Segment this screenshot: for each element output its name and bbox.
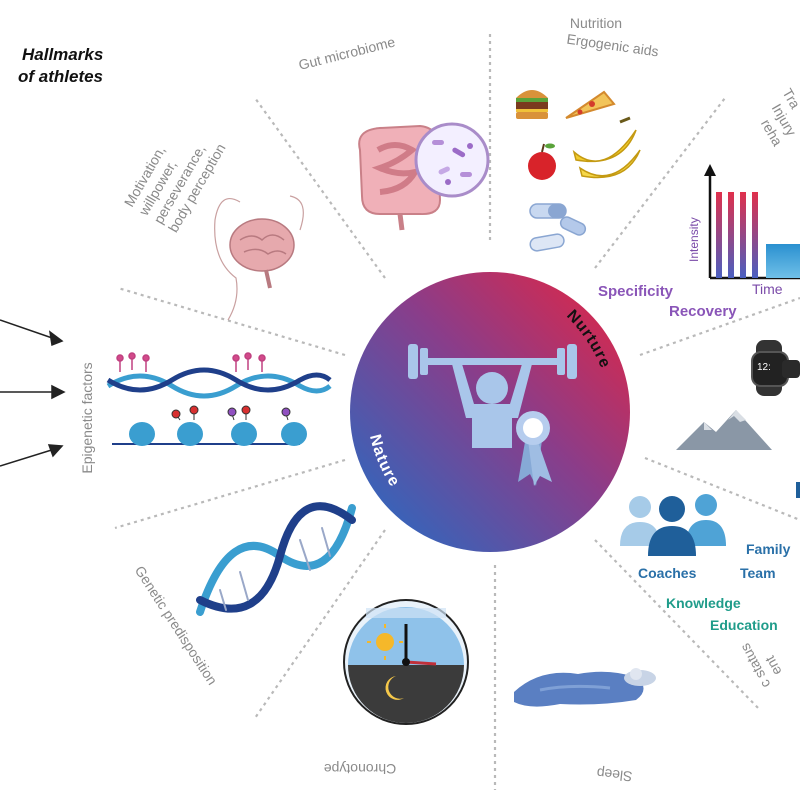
title-line-2: of athletes — [18, 67, 103, 86]
label-sleep: Sleep — [596, 765, 633, 785]
family-label: Family — [746, 541, 791, 557]
divider-social-status — [594, 539, 761, 711]
label-genetic-predisposition: Genetic predisposition — [132, 563, 221, 688]
people-icon — [620, 494, 726, 556]
watch-time: 12: — [757, 362, 771, 373]
label-status: ent c status — [737, 641, 785, 691]
center-circle: Nurture Nature — [350, 272, 630, 552]
chronotype-clock-icon — [343, 599, 469, 725]
title-line-1: Hallmarks — [22, 45, 103, 64]
pills-icon — [529, 203, 587, 252]
label-ergogenic-aids: Ergogenic aids — [566, 31, 660, 60]
label-chronotype: Chronotype — [324, 761, 397, 777]
cropped-mark — [796, 482, 800, 498]
recovery-label: Recovery — [669, 303, 737, 320]
training-graph: Intensity Time — [687, 164, 800, 297]
divider-genetic-epigenetic — [114, 458, 346, 530]
specificity-label: Specificity — [598, 283, 674, 300]
label-gut-microbiome: Gut microbiome — [297, 33, 397, 72]
input-arrows — [0, 319, 66, 467]
medal-icon — [516, 411, 552, 486]
label-training: Tra Injury reha — [758, 86, 800, 149]
smartwatch-icon: 12: — [751, 340, 800, 396]
graph-ylabel: Intensity — [687, 217, 701, 262]
weightlifter-icon — [408, 344, 577, 448]
burger-icon — [516, 90, 548, 119]
divider-chronotype-genetic — [254, 529, 386, 719]
graph-xlabel: Time — [752, 281, 783, 297]
epigenetic-dna-icon — [106, 352, 332, 399]
label-motivation: Motivation, willpower, perseverance, bod… — [121, 141, 229, 235]
dna-helix-icon — [196, 502, 356, 616]
sleeping-person-icon — [514, 668, 656, 707]
divider-nutrition-training — [594, 97, 726, 269]
mountain-icon — [676, 410, 772, 450]
coaches-label: Coaches — [638, 565, 697, 581]
team-label: Team — [740, 565, 776, 581]
divider-training-env — [639, 296, 800, 357]
divider-epigenetic-motivation — [117, 286, 346, 357]
divider-motivation-gut — [254, 97, 386, 279]
apple-icon — [528, 143, 556, 180]
brain-icon — [214, 195, 304, 321]
banana-icon — [572, 116, 641, 179]
microbe-magnifier-icon — [414, 122, 490, 198]
knowledge-label: Knowledge — [666, 595, 741, 611]
pizza-icon — [565, 90, 616, 119]
label-epigenetic-factors: Epigenetic factors — [79, 362, 95, 473]
label-nutrition: Nutrition — [570, 15, 622, 31]
education-label: Education — [710, 617, 778, 633]
segment-dividers — [114, 30, 800, 790]
nucleosome-icon — [112, 405, 307, 446]
